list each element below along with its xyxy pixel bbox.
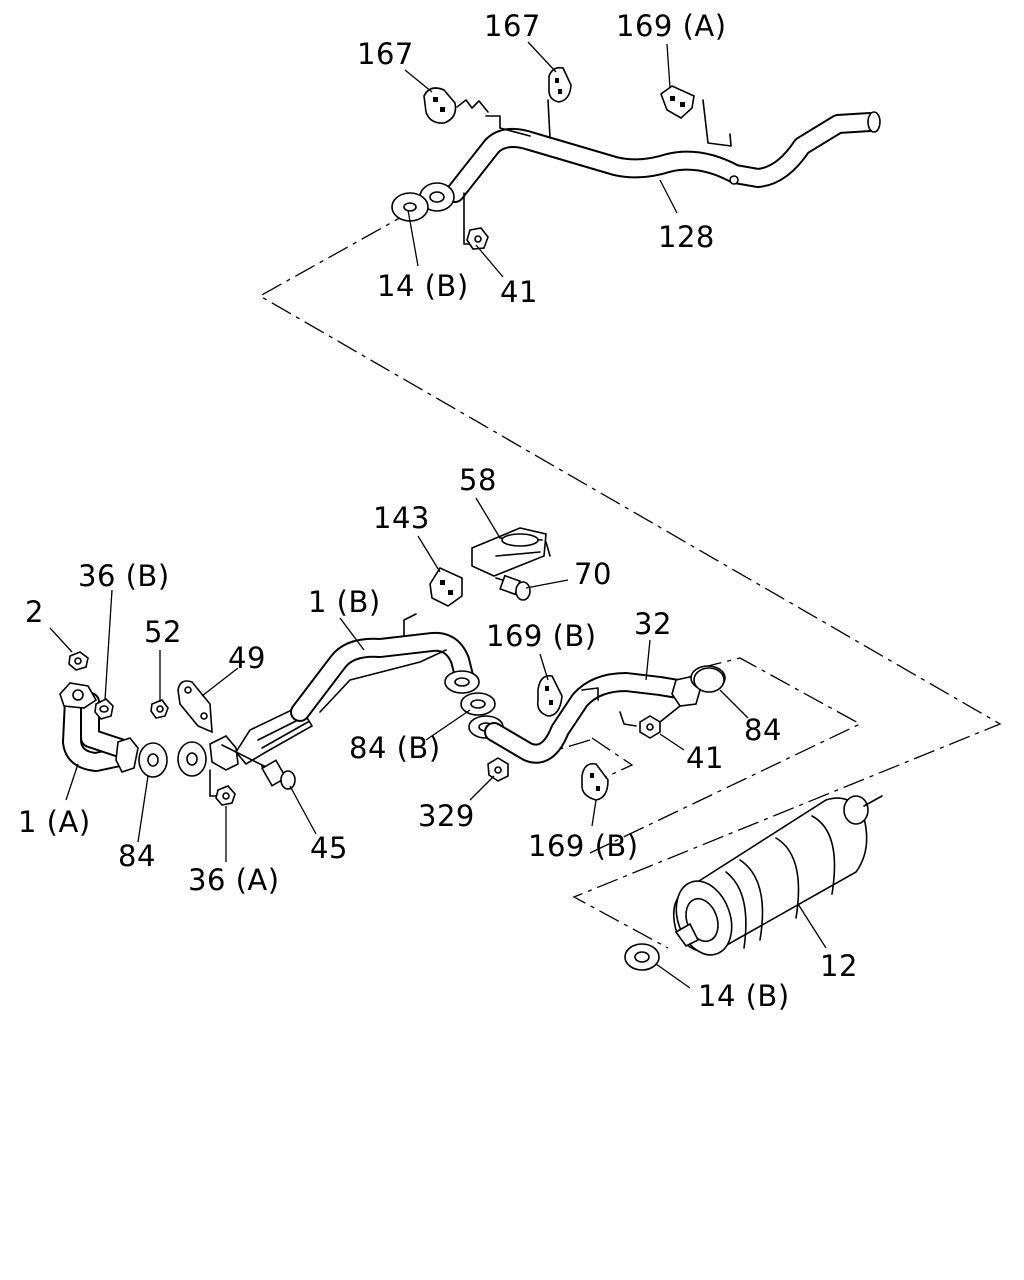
label-1a: 1 (A) [18, 805, 91, 839]
label-169b-lower: 169 (B) [528, 829, 639, 863]
gasket-84b [460, 692, 496, 716]
bolt-70 [495, 574, 531, 601]
nut-41-top [463, 192, 489, 250]
tail-pipe-128 [419, 99, 881, 212]
hanger-169a [660, 85, 695, 119]
hanger-169b-upper [536, 674, 563, 717]
label-41-mid: 41 [686, 741, 724, 775]
label-52: 52 [144, 615, 182, 649]
gasket-84-right [693, 667, 725, 693]
label-36b: 36 (B) [78, 559, 170, 593]
nut-52 [150, 699, 169, 719]
nut-2 [68, 651, 89, 671]
label-167-right: 167 [484, 9, 541, 43]
label-49: 49 [228, 641, 266, 675]
nut-329 [487, 757, 509, 782]
label-84-left: 84 [118, 839, 156, 873]
hanger-167-left [423, 87, 489, 124]
center-pipe-1b [177, 613, 480, 777]
gasket-84-left [138, 742, 168, 778]
hanger-143 [429, 566, 463, 607]
label-14b-bottom: 14 (B) [698, 979, 790, 1013]
label-36a: 36 (A) [188, 863, 280, 897]
intermediate-pipe-32 [468, 665, 726, 764]
stud-36a [209, 769, 236, 806]
bracket-49 [177, 680, 213, 734]
label-58: 58 [459, 463, 497, 497]
front-pipe-1a [59, 682, 139, 773]
label-12: 12 [820, 949, 858, 983]
bracket-58 [471, 527, 551, 577]
lower-leader-lines [49, 497, 827, 989]
bolt-45 [221, 744, 296, 790]
upper-leader-lines [404, 41, 678, 278]
label-169b-upper: 169 (B) [486, 619, 597, 653]
label-84b: 84 (B) [349, 731, 441, 765]
nut-41-mid [639, 705, 681, 739]
label-329: 329 [418, 799, 475, 833]
stud-36b [94, 698, 114, 720]
label-41-top: 41 [500, 275, 538, 309]
label-167-left: 167 [357, 37, 414, 71]
callout-labels: 167 167 169 (A) 128 14 (B) 41 58 143 70 … [18, 9, 858, 1013]
gasket-14b-bottom [624, 943, 660, 971]
label-1b: 1 (B) [308, 585, 381, 619]
label-70: 70 [574, 557, 612, 591]
label-143: 143 [373, 501, 430, 535]
label-45: 45 [310, 831, 348, 865]
label-169a: 169 (A) [616, 9, 727, 43]
label-2: 2 [25, 595, 44, 629]
hanger-167-right [548, 66, 572, 103]
label-84-right: 84 [744, 713, 782, 747]
label-14b-top: 14 (B) [377, 269, 469, 303]
hanger-169b-lower [581, 762, 609, 801]
muffler-12 [672, 795, 883, 956]
gasket-14b-top [391, 192, 429, 222]
label-32: 32 [634, 607, 672, 641]
label-128: 128 [658, 220, 715, 254]
